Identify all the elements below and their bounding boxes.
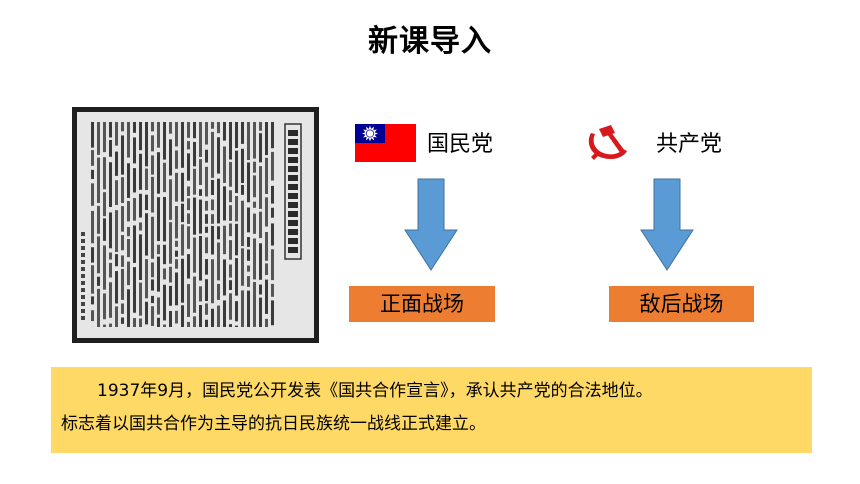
cpc-battlefield-box: 敌后战场 xyxy=(609,286,754,322)
arrow-down-icon-cpc xyxy=(640,178,694,271)
info-line-2: 标志着以国共合作为主导的抗日民族统一战线正式建立。 xyxy=(61,414,486,434)
slide-title: 新课导入 xyxy=(368,24,492,59)
declaration-document-image xyxy=(72,107,319,343)
kmt-battlefield-box: 正面战场 xyxy=(349,286,495,322)
info-box: 1937年9月，国民党公开发表《国共合作宣言》，承认共产党的合法地位。 标志着以… xyxy=(51,367,812,453)
kmt-flag-icon xyxy=(355,124,416,162)
arrow-down-icon-kmt xyxy=(404,178,458,271)
cpc-label: 共产党 xyxy=(656,132,723,157)
hammer-sickle-icon xyxy=(577,121,639,165)
document-page xyxy=(77,112,314,338)
document-text-columns xyxy=(81,122,302,327)
kmt-label: 国民党 xyxy=(427,132,494,157)
info-line-1: 1937年9月，国民党公开发表《国共合作宣言》，承认共产党的合法地位。 xyxy=(97,381,653,401)
